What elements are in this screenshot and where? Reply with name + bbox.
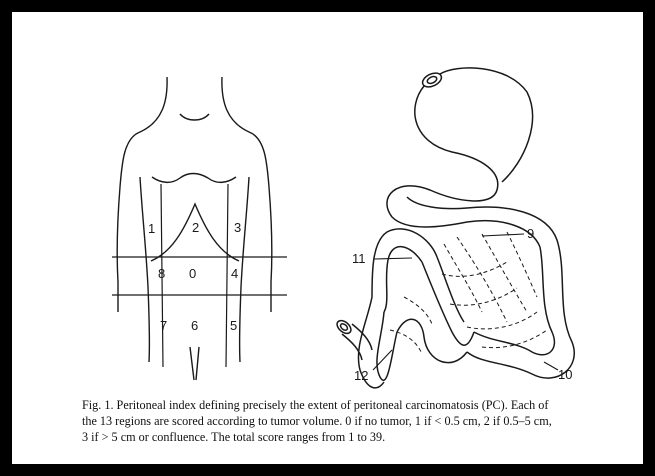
region-label: 1: [148, 221, 155, 236]
abdomen-grid: [112, 184, 287, 367]
region-label: 0: [189, 266, 196, 281]
region-label: 7: [160, 318, 167, 333]
region-label: 9: [527, 226, 534, 241]
bowel-region-labels: 9 10 11 12: [352, 226, 572, 383]
caption-line: the 13 regions are scored according to t…: [82, 414, 552, 428]
region-label: 10: [558, 367, 572, 382]
figure-page: 1 2 3 8 0 4 7 6 5: [12, 12, 643, 464]
region-label: 12: [354, 368, 368, 383]
region-label: 6: [191, 318, 198, 333]
region-label: 4: [231, 266, 238, 281]
region-label: 2: [192, 220, 199, 235]
stomach-and-bowel-drawing: [335, 68, 575, 388]
figure-caption: Fig. 1. Peritoneal index defining precis…: [82, 397, 602, 445]
caption-line: 3 if > 5 cm or confluence. The total sco…: [82, 430, 385, 444]
region-label: 8: [158, 266, 165, 281]
mesentery-dashed-lines: [390, 232, 547, 354]
region-label: 3: [234, 220, 241, 235]
region-label: 5: [230, 318, 237, 333]
leader-lines: [373, 234, 558, 370]
region-label: 11: [352, 251, 366, 266]
caption-line: Fig. 1. Peritoneal index defining precis…: [82, 398, 548, 412]
